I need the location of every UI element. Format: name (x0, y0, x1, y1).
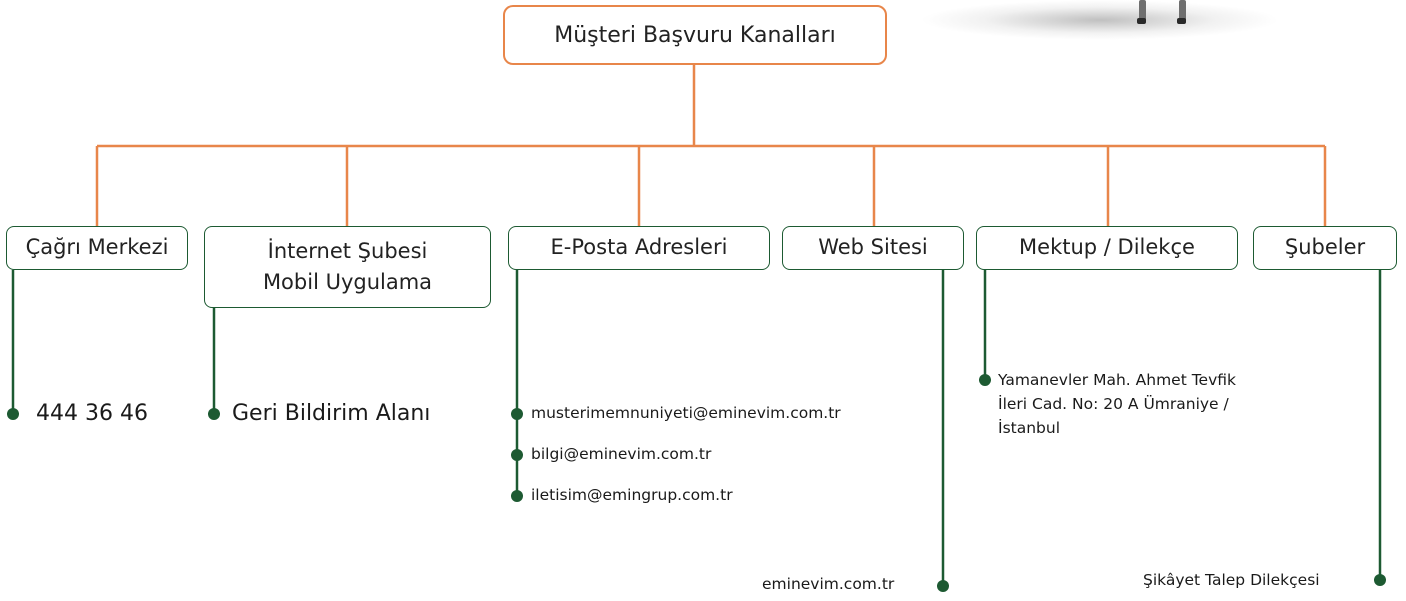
feedback-area: Geri Bildirim Alanı (232, 401, 431, 426)
channel-box-mektup: Mektup / Dilekçe (976, 226, 1238, 270)
photo-shadow (920, 0, 1280, 40)
person-foot-left (1137, 18, 1146, 24)
postal-address: Yamanevler Mah. Ahmet Tevfik İleri Cad. … (998, 371, 1237, 438)
channel-box-cagri-merkezi: Çağrı Merkezi (6, 226, 188, 270)
branch-dot (1374, 574, 1386, 586)
channel-box-e-posta: E-Posta Adresleri (508, 226, 770, 270)
email-address: bilgi@eminevim.com.tr (531, 445, 712, 463)
phone-number: 444 36 46 (36, 401, 148, 426)
channel-title-line2: Mobil Uygulama (262, 270, 433, 294)
channel-title: Şubeler (1284, 235, 1366, 260)
website-url: eminevim.com.tr (762, 575, 895, 593)
channel-title: Çağrı Merkezi (25, 235, 169, 260)
channel-box-web-sitesi: Web Sitesi (782, 226, 964, 270)
channel-box-internet-subesi: İnternet Şubesi Mobil Uygulama (204, 226, 491, 308)
complaint-form: Şikâyet Talep Dilekçesi (1143, 571, 1320, 589)
branch-dot (511, 408, 523, 420)
branch-dot (979, 374, 991, 386)
green-branches (11, 270, 1382, 586)
email-address: iletisim@emingrup.com.tr (531, 486, 733, 504)
branch-dot (208, 408, 220, 420)
channel-title-line1: İnternet Şubesi (267, 238, 428, 263)
person-leg-left (1139, 0, 1146, 22)
orange-connectors (95, 65, 1327, 226)
branch-dot (7, 408, 19, 420)
branch-dot (511, 449, 523, 461)
root-title: Müşteri Başvuru Kanalları (554, 22, 836, 48)
channel-title: E-Posta Adresleri (550, 235, 728, 260)
channel-title: Mektup / Dilekçe (1019, 235, 1195, 260)
person-leg-right (1179, 0, 1186, 22)
person-foot-right (1177, 18, 1186, 24)
email-address: musterimemnuniyeti@eminevim.com.tr (531, 404, 841, 422)
channel-title: Web Sitesi (818, 235, 928, 260)
branch-dot (937, 580, 949, 592)
channel-box-subeler: Şubeler (1253, 226, 1397, 270)
branch-dot (511, 490, 523, 502)
root-box: Müşteri Başvuru Kanalları (503, 5, 887, 65)
